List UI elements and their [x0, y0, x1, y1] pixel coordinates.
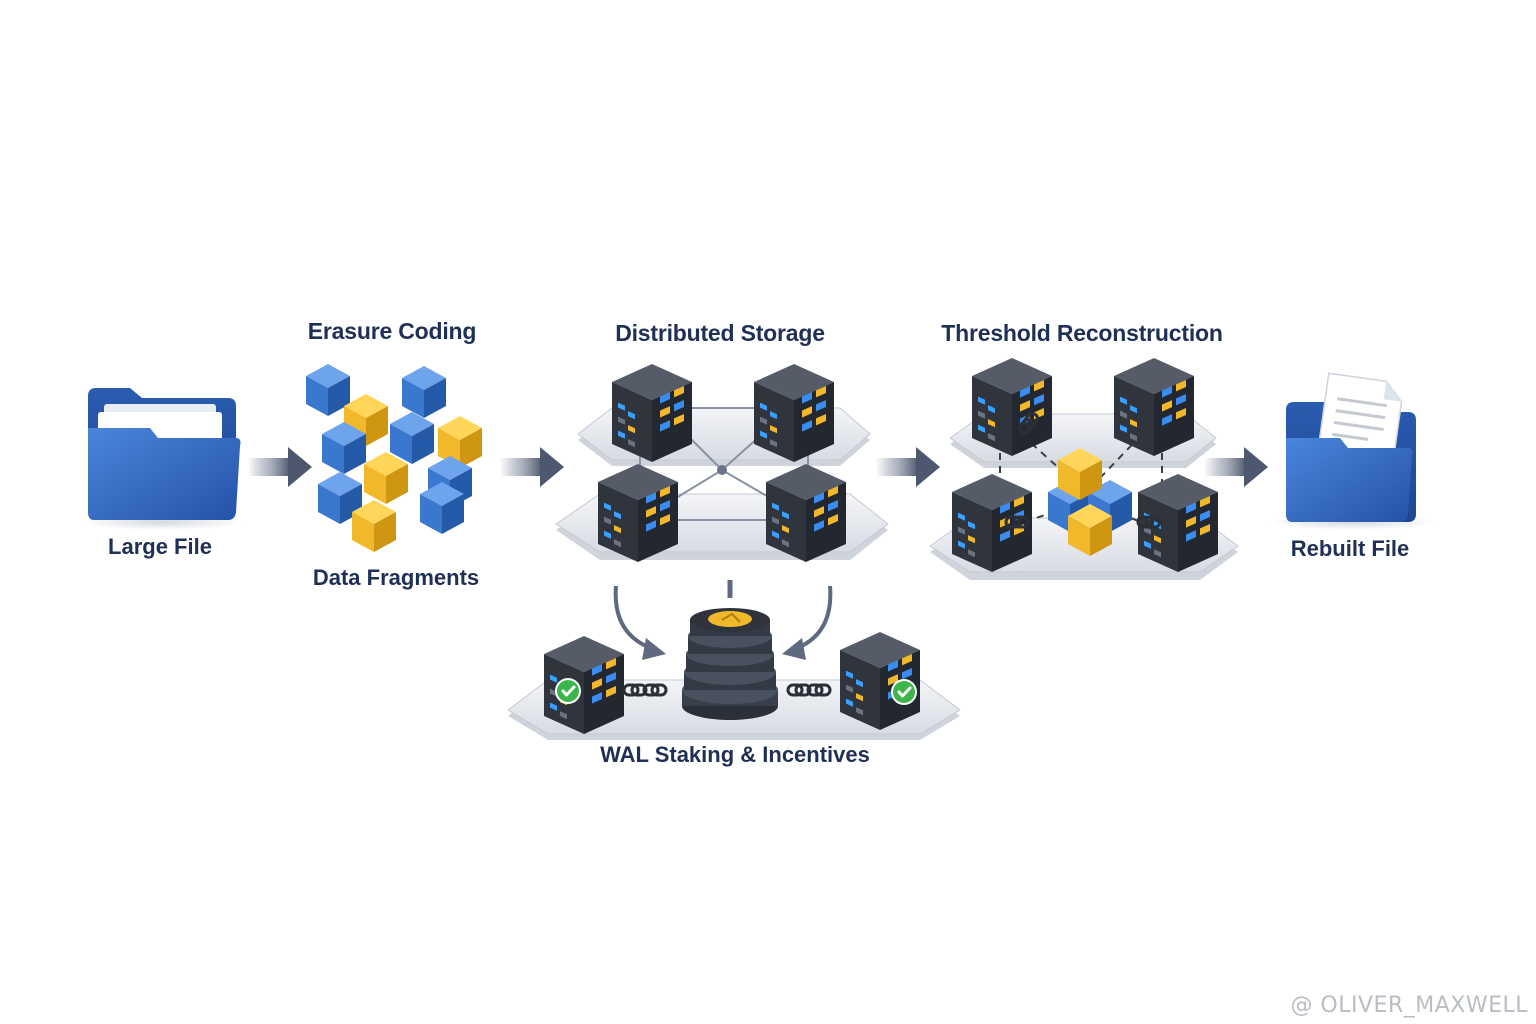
wal-staking-section: [507, 580, 961, 740]
distributed-storage-title: Distributed Storage: [615, 320, 825, 346]
wal-staking-label: WAL Staking & Incentives: [600, 742, 870, 767]
flow-arrow-1: [248, 447, 312, 487]
flow-arrow-4: [1204, 447, 1268, 487]
flow-arrow-3: [876, 447, 940, 487]
distributed-storage-network: [555, 364, 889, 562]
erasure-coding-title: Erasure Coding: [307, 318, 477, 344]
flow-arrow-2: [500, 447, 564, 487]
large-file-folder-icon: [80, 388, 244, 530]
data-fragments-label: Data Fragments: [312, 565, 480, 590]
large-file-label: Large File: [108, 534, 212, 559]
wal-coin-stack-icon: [682, 608, 778, 720]
watermark-text: @ OLIVER_MAXWELL: [1290, 993, 1528, 1018]
threshold-reconstruction-title: Threshold Reconstruction: [941, 320, 1223, 346]
rebuilt-file-folder-icon: [1268, 372, 1436, 530]
threshold-reconstruction-network: [929, 358, 1239, 580]
rebuilt-file-label: Rebuilt File: [1290, 536, 1410, 561]
data-fragments-cluster: [306, 364, 482, 552]
